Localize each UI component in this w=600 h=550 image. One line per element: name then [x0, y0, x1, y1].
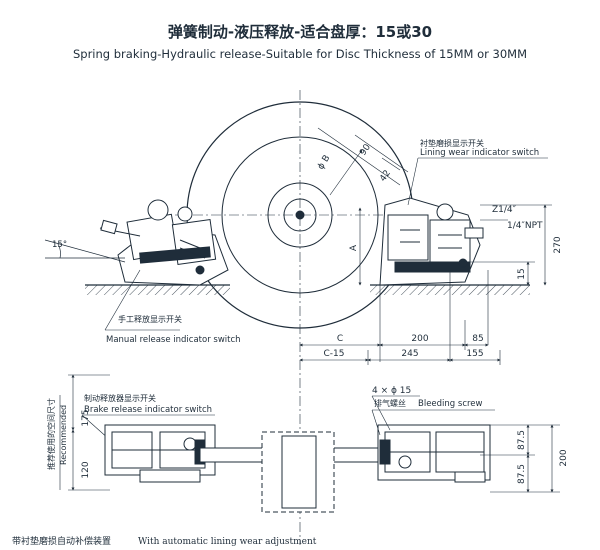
z-thread-label: Z1/4″	[492, 205, 517, 215]
dim-120: 120	[81, 461, 91, 478]
right-caliper-side-view	[379, 197, 484, 286]
dim-175: 175	[81, 409, 91, 426]
dim-90: 90	[358, 142, 373, 157]
angle-indicator	[44, 239, 126, 263]
npt-thread-label: 1/4″NPT	[507, 221, 543, 231]
angle-label: 15°	[52, 240, 67, 250]
dim-85: 85	[472, 334, 483, 344]
dim-155: 155	[466, 349, 483, 359]
page-title-chinese: 弹簧制动-液压释放-适合盘厚：15或30	[168, 23, 432, 41]
left-caliper-side-view	[99, 199, 229, 286]
manual-release-label-en: Manual release indicator switch	[106, 335, 241, 345]
dim-200-side: 200	[559, 449, 569, 466]
bleeding-screw-label-en: Bleeding screw	[418, 399, 483, 409]
footer-english: With automatic lining wear adjustment	[138, 537, 317, 547]
dim-42: 42	[378, 169, 393, 184]
dim-c: C	[337, 334, 343, 344]
brake-release-label-en: Brake release indicator switch	[84, 405, 212, 415]
manual-release-label-cn: 手工释放显示开关	[118, 314, 182, 324]
footer-chinese: 带衬垫磨损自动补偿装置	[12, 535, 111, 547]
page-title-english: Spring braking-Hydraulic release-Suitabl…	[73, 47, 527, 61]
left-caliper-top-view	[104, 424, 216, 483]
dim-245: 245	[401, 349, 418, 359]
recommended-label-cn: 推荐使用的空间尺寸	[46, 398, 56, 470]
right-caliper-top-view	[377, 424, 491, 483]
dim-270: 270	[553, 236, 563, 253]
dim-200: 200	[411, 334, 428, 344]
recommended-label-en: Recommended	[59, 405, 68, 465]
disc-shaft	[199, 431, 391, 513]
dim-87-5-bottom: 87.5	[517, 464, 527, 484]
dim-a: A	[349, 244, 359, 251]
dim-15: 15	[517, 268, 527, 279]
bleeding-screw-label-cn: 排气螺丝	[374, 398, 406, 408]
ground-left	[85, 284, 230, 295]
phi-b-label: ϕ B	[316, 154, 332, 172]
holes-label: 4 × ϕ 15	[372, 386, 411, 396]
lining-wear-label-cn: 衬垫磨损显示开关	[420, 138, 484, 148]
dim-87-5-top: 87.5	[517, 430, 527, 450]
lining-wear-label-en: Lining wear indicator switch	[420, 148, 539, 158]
dim-c-minus-15: C-15	[324, 349, 345, 359]
brake-release-label-cn: 制动释放器显示开关	[84, 393, 156, 403]
